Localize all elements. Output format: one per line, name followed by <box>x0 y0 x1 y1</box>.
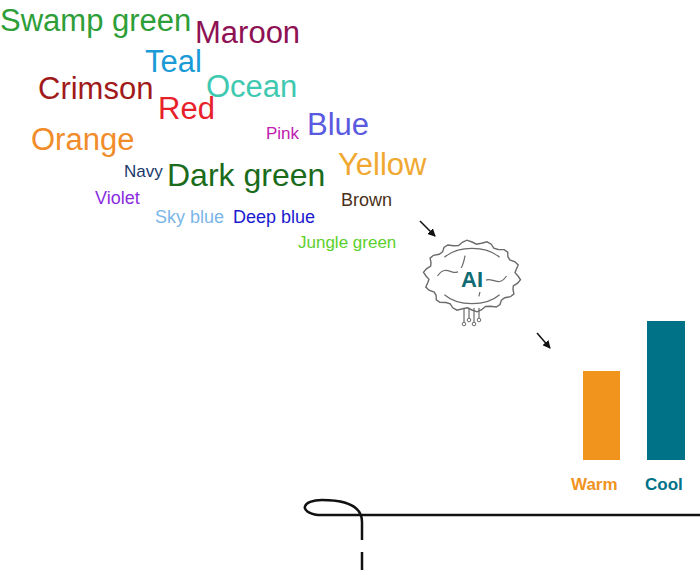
color-word: Orange <box>31 124 134 155</box>
brain-circuit <box>467 318 471 322</box>
brain-circuit <box>473 308 474 324</box>
brain-circuit <box>444 295 499 304</box>
brain-circuit <box>424 240 521 312</box>
color-word: Pink <box>266 125 299 142</box>
brain-circuit <box>444 248 499 257</box>
color-word: Ocean <box>206 71 297 102</box>
brain-circuit <box>462 322 466 326</box>
color-word: Teal <box>145 46 202 77</box>
flow-arrow <box>537 333 550 348</box>
curve-line <box>305 500 700 540</box>
ai-brain: AI <box>422 232 522 328</box>
brain-circuit <box>477 318 481 322</box>
color-word: Jungle green <box>298 234 396 251</box>
brain-circuit <box>472 322 476 326</box>
cool-bar <box>647 321 685 460</box>
color-word: Dark green <box>167 159 325 191</box>
dashed-line <box>361 552 364 570</box>
axis-label: Warm <box>571 476 618 493</box>
color-word: Red <box>158 93 215 124</box>
color-word: Crimson <box>38 73 153 104</box>
color-word: Navy <box>124 163 163 180</box>
node-text: AI <box>458 268 486 292</box>
color-word: Deep blue <box>233 208 315 226</box>
color-word: Sky blue <box>155 208 224 226</box>
color-word: Maroon <box>195 17 300 48</box>
flow-arrow <box>420 221 435 236</box>
color-word: Blue <box>307 109 369 140</box>
color-word: Violet <box>95 189 140 207</box>
color-word: Brown <box>341 191 392 209</box>
axis-label: Cool <box>645 476 683 493</box>
color-word: Yellow <box>338 149 426 180</box>
color-word: Swamp green <box>0 5 191 36</box>
warm-bar <box>583 371 620 460</box>
brain-circuit <box>463 308 464 324</box>
